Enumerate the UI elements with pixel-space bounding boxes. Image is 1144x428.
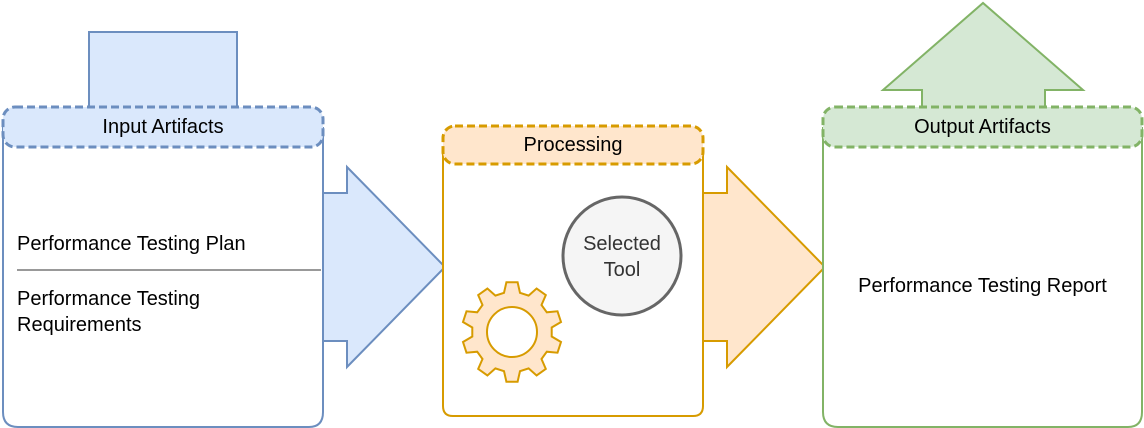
gear-icon [461, 281, 563, 383]
input-item-plan: Performance Testing Plan [17, 233, 246, 255]
output-up-arrow [880, 1, 1086, 112]
output-item-report: Performance Testing Report [858, 275, 1107, 297]
input-header-box [1, 105, 325, 149]
selected-tool-circle [561, 195, 683, 317]
arrow-processing-to-output [702, 164, 827, 370]
output-header-box [821, 105, 1144, 149]
arrow-input-to-processing [322, 164, 447, 370]
processing-header-label: Processing [523, 134, 623, 156]
input-header-label: Input Artifacts [102, 116, 224, 138]
selected-tool-label: Selected Tool [583, 233, 661, 281]
input-item-requirements: Performance Testing Requirements [17, 288, 201, 336]
output-container [822, 127, 1143, 428]
output-header-label: Output Artifacts [914, 116, 1051, 138]
input-container [2, 127, 324, 428]
processing-header-box [441, 124, 705, 166]
input-tab [88, 31, 238, 113]
